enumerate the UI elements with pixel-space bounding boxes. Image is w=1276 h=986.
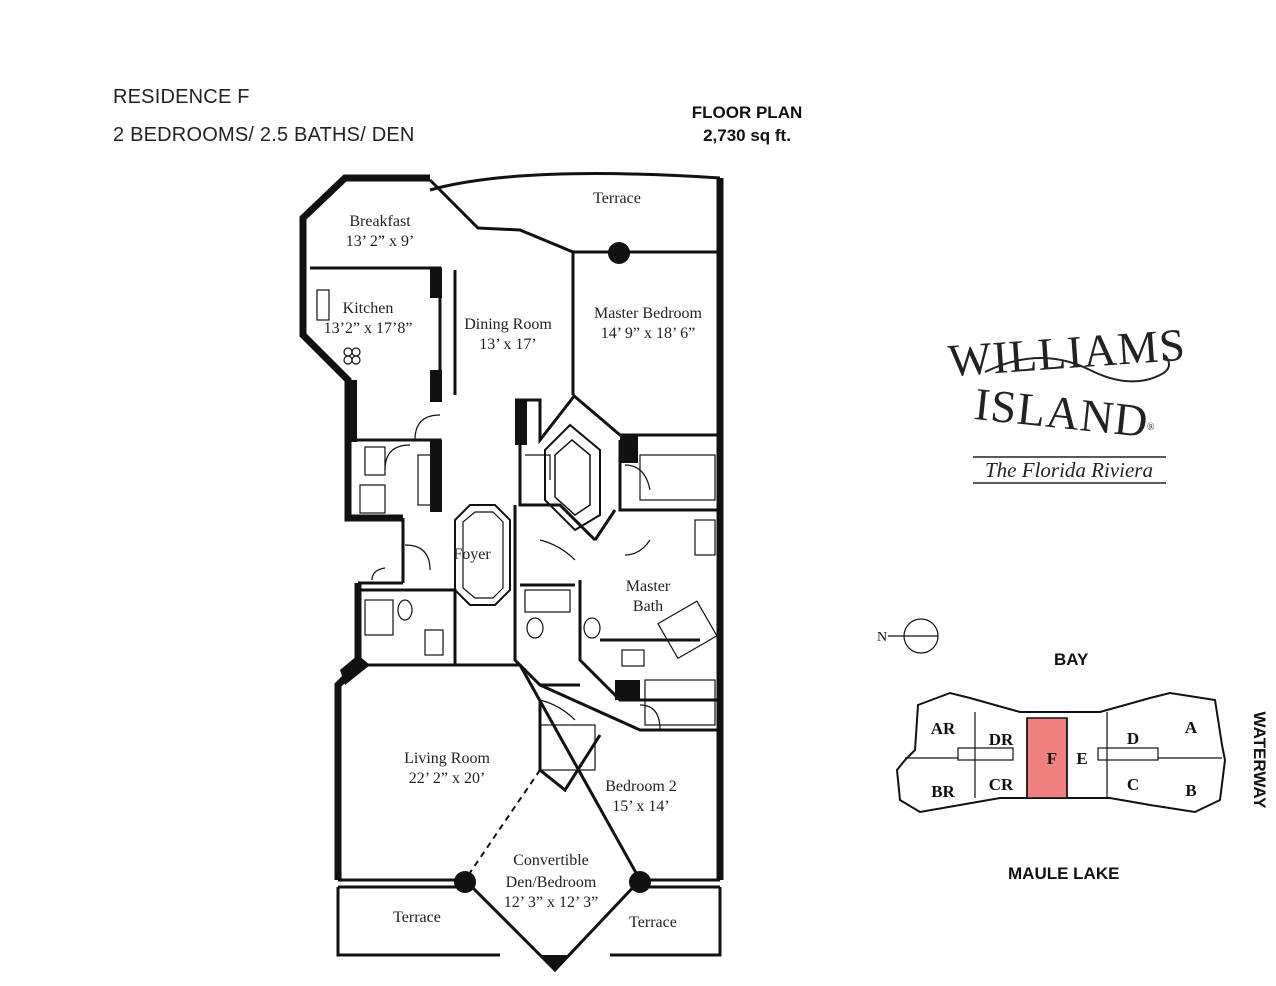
unit-a: A xyxy=(1185,718,1198,737)
dining-label: Dining Room xyxy=(464,316,552,333)
unit-cr: CR xyxy=(989,775,1014,794)
waterway-label: WATERWAY xyxy=(1250,711,1269,809)
master-bath-label-2: Bath xyxy=(633,598,663,615)
den-dim: 12’ 3” x 12’ 3” xyxy=(504,894,598,911)
maule-lake-label: MAULE LAKE xyxy=(1008,864,1120,883)
den-label-1: Convertible xyxy=(513,852,589,869)
logo-tagline: The Florida Riviera xyxy=(985,458,1153,482)
unit-ar: AR xyxy=(931,719,956,738)
bedroom2-label: Bedroom 2 xyxy=(605,778,677,795)
residence-summary: 2 BEDROOMS/ 2.5 BATHS/ DEN xyxy=(113,124,415,146)
bay-label: BAY xyxy=(1054,650,1089,669)
living-room-dim: 22’ 2” x 20’ xyxy=(409,770,486,787)
breakfast-label: Breakfast xyxy=(349,213,411,230)
interior-walls xyxy=(310,172,722,973)
floor-plan-area: 2,730 sq ft. xyxy=(703,126,791,145)
unit-br: BR xyxy=(931,782,955,801)
residence-title: RESIDENCE F xyxy=(113,86,250,108)
north-arrow: N xyxy=(877,618,939,654)
unit-f-highlight xyxy=(1026,717,1068,799)
building-key-plan: AR DR F E D A BR CR C B xyxy=(895,691,1227,814)
terrace-top-label: Terrace xyxy=(593,190,641,207)
exterior-walls xyxy=(299,174,724,880)
unit-dr: DR xyxy=(989,730,1014,749)
bedroom2-dim: 15’ x 14’ xyxy=(612,798,669,815)
unit-c: C xyxy=(1127,775,1139,794)
north-label: N xyxy=(877,630,887,645)
terrace-left-label: Terrace xyxy=(393,909,441,926)
master-bath-label-1: Master xyxy=(626,578,671,595)
floor-plan-title: FLOOR PLAN xyxy=(691,103,803,122)
breakfast-dim: 13’ 2” x 9’ xyxy=(346,233,415,250)
logo-line2: ISLAND xyxy=(972,378,1151,447)
master-bedroom-dim: 14’ 9” x 18’ 6” xyxy=(601,325,695,342)
terrace-right-label: Terrace xyxy=(629,914,677,931)
kitchen-dim: 13’2” x 17’8” xyxy=(324,320,413,337)
logo-registered: ® xyxy=(1147,422,1155,433)
unit-e: E xyxy=(1076,749,1087,768)
master-bedroom-label: Master Bedroom xyxy=(594,305,703,322)
den-label-2: Den/Bedroom xyxy=(506,874,597,891)
dining-dim: 13’ x 17’ xyxy=(479,336,536,353)
foyer-label: Foyer xyxy=(453,546,491,563)
unit-b: B xyxy=(1185,781,1196,800)
unit-d: D xyxy=(1127,729,1139,748)
kitchen-label: Kitchen xyxy=(343,300,394,317)
logo-line1: WILLIAMS xyxy=(946,319,1187,386)
living-room-label: Living Room xyxy=(404,750,490,767)
williams-island-logo: WILLIAMS ISLAND ® The Florida Riviera xyxy=(946,319,1187,484)
unit-f: F xyxy=(1047,749,1057,768)
